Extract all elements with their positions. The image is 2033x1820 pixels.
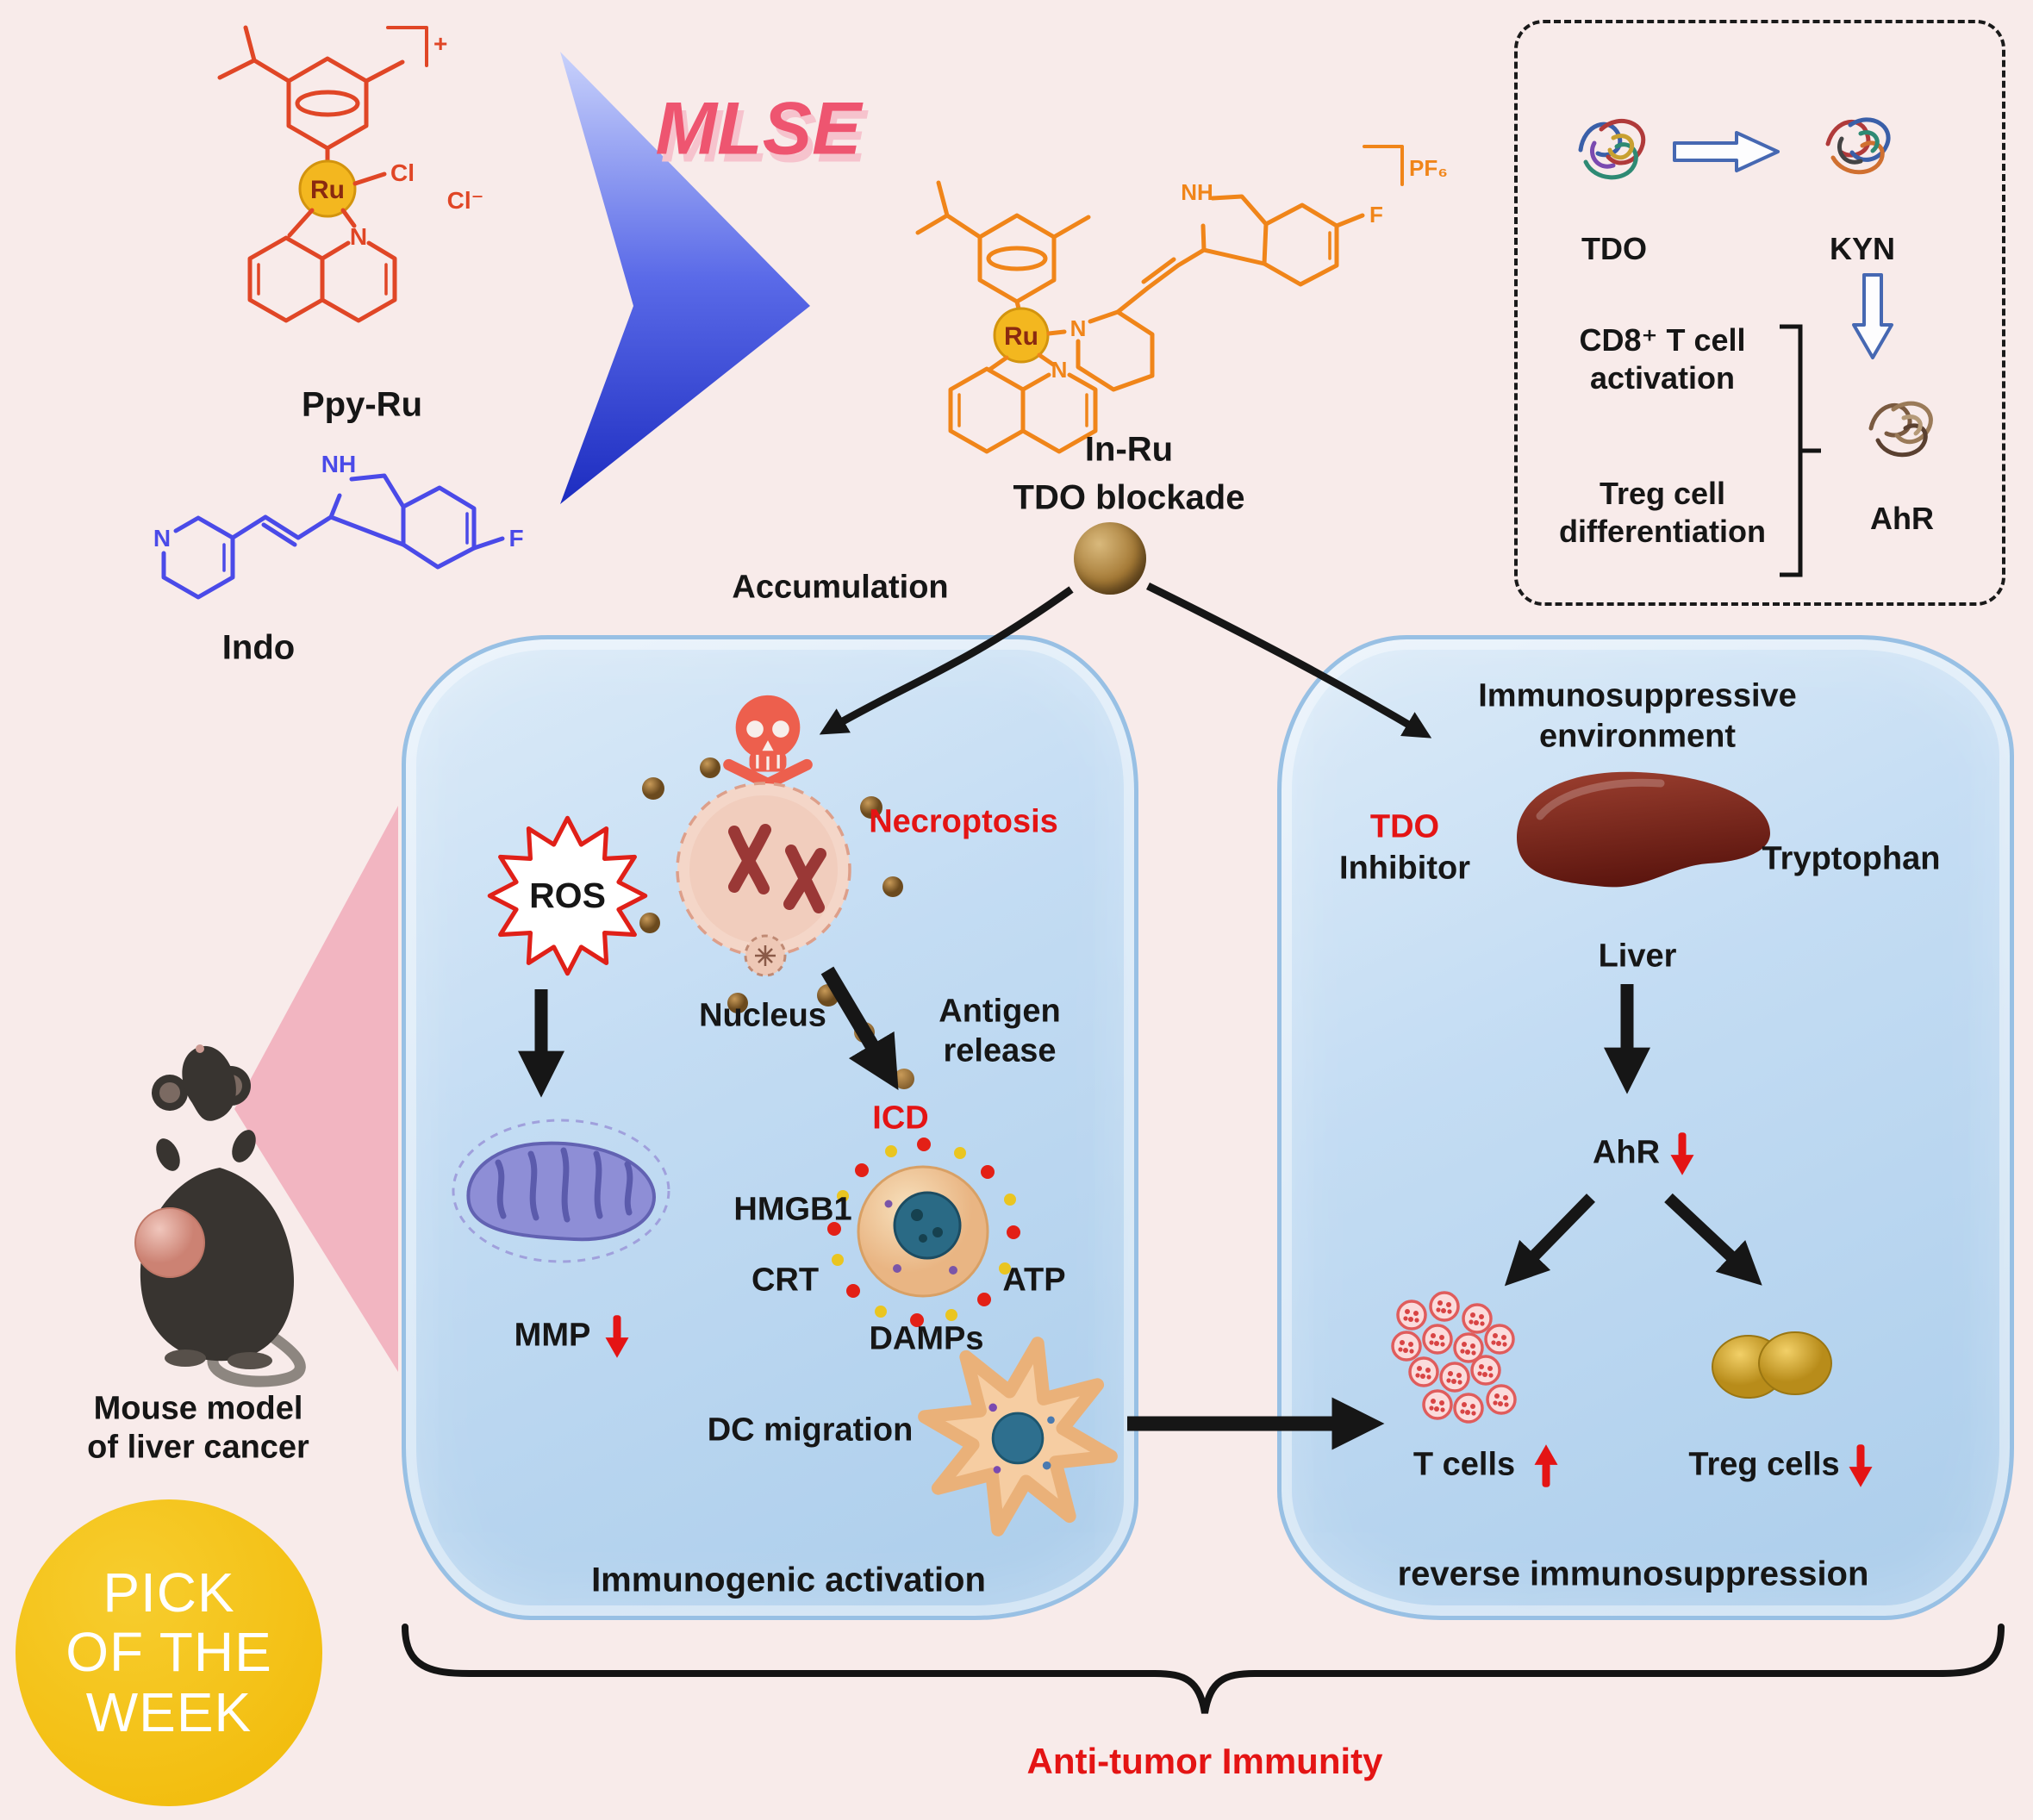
mmp-decrease-arrow-icon [605, 1315, 629, 1358]
pyridine-n-label: N [350, 223, 367, 250]
antigen-release-label-line1: Antigen [939, 993, 1061, 1030]
tdo-protein-illustration [1578, 119, 1646, 180]
t-cell-cluster-illustration [1391, 1291, 1517, 1424]
t-cells-label: T cells [1412, 1446, 1516, 1483]
ros-label: ROS [529, 876, 606, 915]
pick-of-the-week-badge: PICK OF THE WEEK [16, 1499, 322, 1806]
cell-effects-bracket [1780, 324, 1821, 577]
necroptosis-label: Necroptosis [869, 803, 1058, 840]
ppy-ru-charge: + [433, 30, 447, 57]
cl-atom-label: Cl [390, 159, 415, 186]
chloride-counterion-label: Cl⁻ [447, 187, 484, 214]
nanoparticle-sphere [1074, 522, 1146, 595]
mouse-illustration [134, 1044, 306, 1387]
atp-label: ATP [1002, 1262, 1066, 1299]
callout-triangle-shape [234, 806, 398, 1372]
zoom-callout-triangle [234, 806, 398, 1372]
antigen-particle [894, 1069, 914, 1089]
crt-label: CRT [751, 1262, 820, 1299]
anti-tumor-brace [402, 1624, 2005, 1714]
cristae [495, 1147, 633, 1223]
mmp-label: MMP [514, 1317, 591, 1354]
ru-atom [298, 159, 357, 218]
inru-f-label: F [1369, 202, 1383, 228]
immunogenic-activation-label: Immunogenic activation [591, 1561, 986, 1599]
icd-label: ICD [872, 1100, 929, 1137]
inru-pf6-label: PF₆ [1409, 155, 1448, 181]
tdo-kyn-mechanism-panel: TDO KYN CD8⁺ T cell activation Treg cell… [1514, 20, 2005, 606]
ppy-ru-structure: + Ru Cl Cl⁻ N [217, 25, 484, 323]
treg-cells-label: Treg cells [1688, 1446, 1840, 1483]
mouse-model-label-line2: of liver cancer [87, 1429, 309, 1466]
indo-f-label: F [508, 525, 523, 552]
dendritic-cell-illustration [918, 1337, 1118, 1536]
tumor-cell: Necroptosis ROS Nucleus Antigen release … [402, 635, 1138, 1620]
ahr-decrease-arrow-icon [1670, 1132, 1694, 1175]
indo-pyridine-n-label: N [153, 525, 171, 552]
ahr-protein-illustration [1868, 401, 1933, 458]
t-cells-increase-arrow-icon [1534, 1444, 1558, 1487]
kyn-label: KYN [1829, 231, 1896, 266]
treg-decrease-arrow-icon [1849, 1444, 1873, 1487]
inru-pyridine-n-label: N [1070, 315, 1087, 341]
ru-atom-label: Ru [1004, 322, 1038, 351]
treg-cells-illustration [1712, 1331, 1832, 1399]
damp-red-dots [827, 1138, 1020, 1327]
tumor [134, 1207, 205, 1278]
tdo-inhibitor-label-inhibitor: Inhibitor [1339, 850, 1470, 887]
cd8-activation-line2: activation [1589, 360, 1736, 396]
ros-burst-icon: ROS [487, 815, 648, 976]
cd8-activation-line1: CD8⁺ T cell [1579, 322, 1746, 358]
mouse-tail [207, 1317, 306, 1387]
anti-tumor-immunity-label: Anti-tumor Immunity [1026, 1741, 1383, 1781]
in-ru-label: In-Ru [1084, 430, 1174, 469]
ppy-ru-label: Ppy-Ru [302, 385, 422, 424]
liver-label: Liver [1598, 938, 1677, 975]
badge-line-3: WEEK [85, 1680, 253, 1743]
ahr-label: AhR [1592, 1134, 1661, 1171]
mouse-head [182, 1045, 236, 1121]
accumulation-label: Accumulation [732, 569, 949, 606]
liver-illustration [1517, 771, 1770, 888]
mitochondria-illustration [452, 1119, 670, 1263]
tdo-protein-label: TDO [1581, 231, 1647, 266]
badge-line-1: PICK [103, 1561, 235, 1624]
mlse-transform-arrow [560, 52, 810, 504]
immune-environment-cell: Immunosuppressive environment TDO Inhibi… [1277, 635, 2014, 1620]
ru-atom-label: Ru [310, 176, 345, 204]
treg-differentiation-line1: Treg cell [1599, 476, 1726, 511]
tdo-blockade-label: TDO blockade [1013, 478, 1245, 517]
damp-yellow-dots [832, 1145, 1016, 1321]
tryptophan-label: Tryptophan [1762, 840, 1941, 877]
damps-label: DAMPs [869, 1320, 984, 1357]
kyn-to-ahr-arrow-icon [1852, 273, 1893, 359]
hmgb1-label: HMGB1 [733, 1191, 852, 1228]
indo-nh-label: NH [321, 451, 356, 477]
treg-differentiation-line2: differentiation [1559, 514, 1766, 549]
inru-nh-label: NH [1181, 179, 1213, 205]
mouse-model-label-line1: Mouse model [93, 1390, 303, 1427]
immunosuppressive-env-line2: environment [1538, 718, 1737, 755]
indo-label: Indo [221, 628, 296, 667]
antigen-particle [854, 1022, 875, 1043]
tdo-inhibitor-label-tdo: TDO [1369, 808, 1440, 845]
antigen-release-label-line2: release [943, 1032, 1057, 1069]
immunosuppressive-env-line1: Immunosuppressive [1478, 677, 1797, 714]
ahr-protein-label: AhR [1870, 501, 1934, 536]
chromosomes [728, 824, 826, 913]
reverse-immunosuppression-label: reverse immunosuppression [1397, 1555, 1869, 1593]
inru-phenylpyridine-n-label: N [1051, 357, 1068, 383]
nucleus-label: Nucleus [699, 997, 826, 1034]
badge-line-2: OF THE [65, 1621, 272, 1684]
kyn-protein-illustration [1825, 117, 1891, 175]
tdo-to-kyn-arrow-icon [1673, 131, 1780, 172]
indo-structure: N NH F [153, 451, 524, 600]
dc-migration-label: DC migration [707, 1412, 914, 1449]
in-ru-structure: Ru N NH F PF₆ N [915, 145, 1448, 454]
mlse-label: MLSE [655, 87, 862, 171]
icd-dying-cell-illustration [827, 1138, 1020, 1327]
